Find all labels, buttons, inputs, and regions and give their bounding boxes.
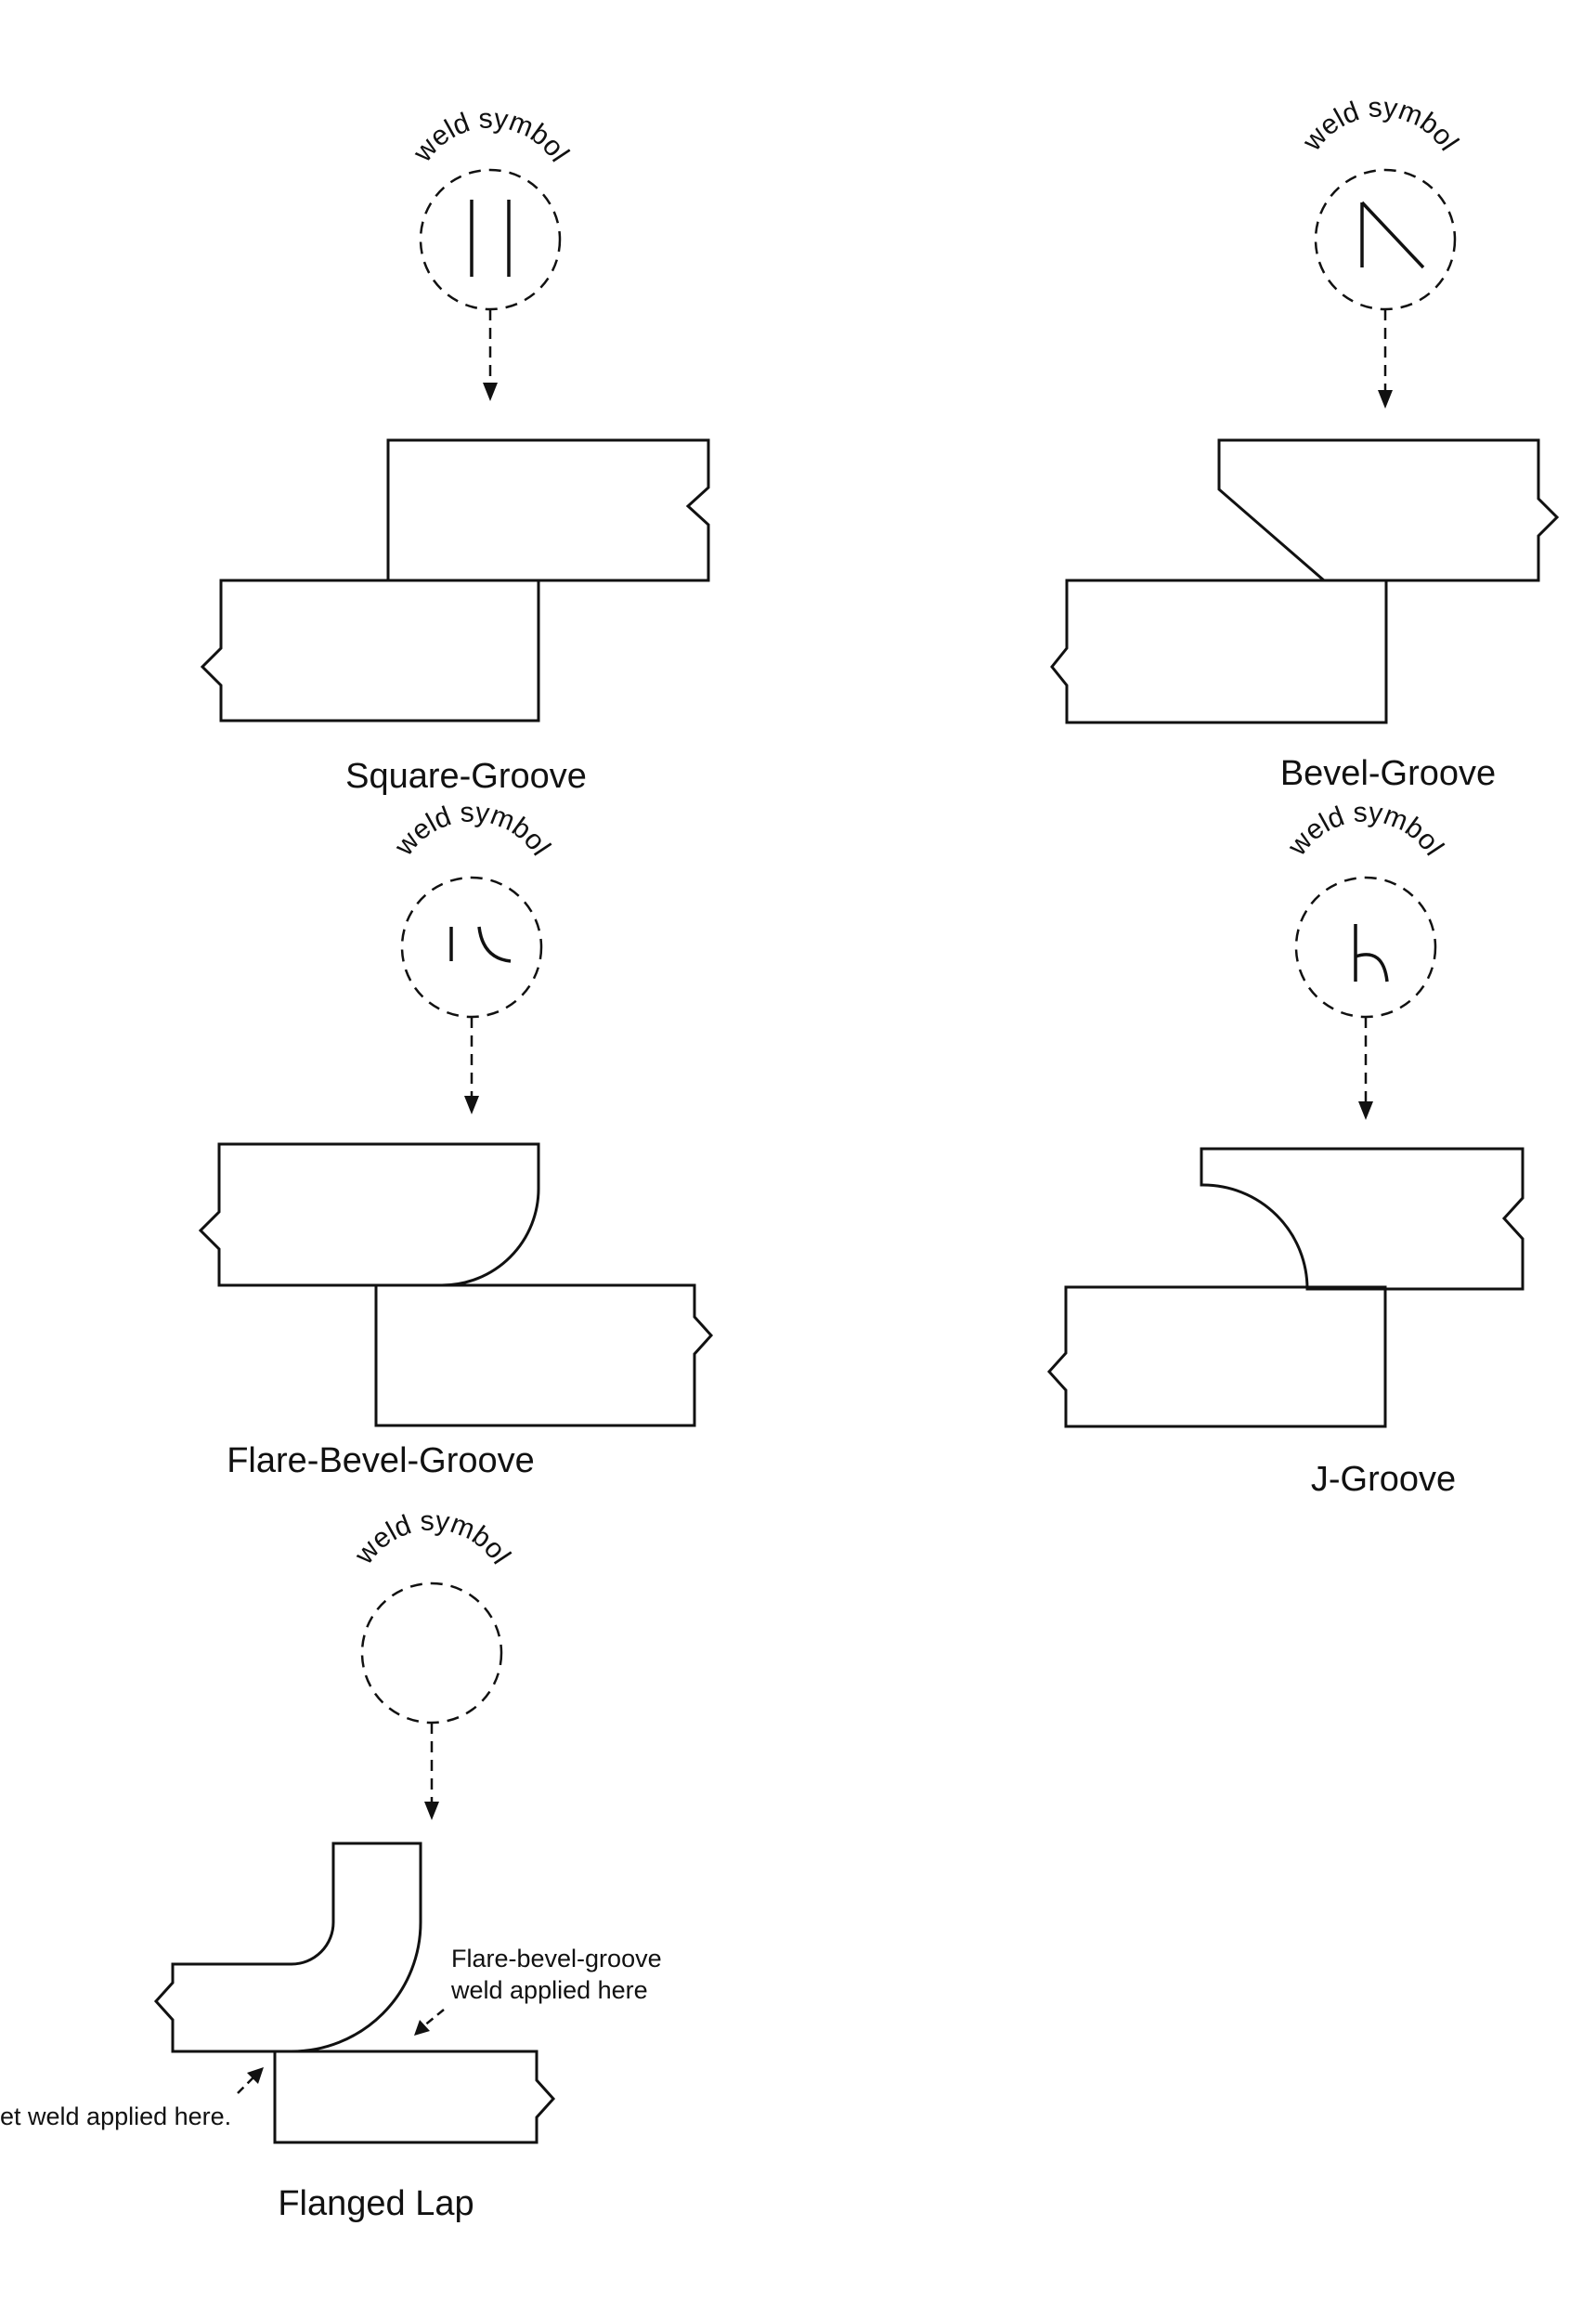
fillet-weld-annotation: et weld applied here. [0,2067,264,2130]
j-groove-symbol-icon [1354,924,1389,983]
annotation-pointer [237,2076,255,2094]
arrowhead-icon [247,2067,264,2084]
weld-symbol-label: weld symbol [1296,92,1464,157]
weld-symbol-circle [419,168,562,311]
square-groove-panel: weld symbol Square-Groove [200,103,710,796]
weld-symbol-circle [1314,168,1457,311]
flare-weld-note-line2: weld applied here [450,1976,648,2004]
square-groove-symbol-icon [470,200,511,277]
arrowhead-icon [414,2020,430,2036]
j-groove-joint [1046,1147,1525,1428]
caption-bevel-groove: Bevel-Groove [1280,754,1496,793]
bevel-groove-joint [1050,438,1560,724]
weld-symbol-label: weld symbol [1281,797,1449,862]
square-groove-joint [200,438,710,722]
arrowhead-icon [424,1802,439,1820]
arrowhead-icon [1358,1101,1373,1120]
weld-symbol-label: weld symbol [348,1505,516,1570]
weld-symbol-label: weld symbol [407,103,575,168]
j-groove-panel: weld symbol J-Groove [1046,797,1525,1499]
arrowhead-icon [1378,390,1393,409]
annotation-pointer [422,2009,445,2027]
arrowhead-icon [464,1096,479,1114]
weld-symbol-circle [360,1582,503,1725]
bevel-groove-symbol-icon [1360,201,1425,269]
flare-weld-note-line1: Flare-bevel-groove [451,1945,662,1972]
flare-bevel-groove-joint [198,1142,714,1427]
weld-symbol-callout: weld symbol [1296,92,1464,409]
caption-j-groove: J-Groove [1311,1460,1456,1499]
flanged-lap-panel: weld symbol Flare-bevel-groove weld appl… [0,1505,662,2223]
flare-weld-annotation: Flare-bevel-groove weld applied here [414,1945,662,2036]
weld-symbol-callout: weld symbol [1281,797,1449,1120]
weld-symbol-callout: weld symbol [348,1505,516,1820]
flanged-lap-joint [153,1842,556,2144]
fillet-weld-note: et weld applied here. [0,2102,231,2130]
flare-bevel-groove-panel: weld symbol Flare-Bevel-Groove [198,797,714,1480]
weld-symbol-callout: weld symbol [407,103,575,401]
flare-bevel-groove-symbol-icon [449,926,512,963]
bevel-groove-panel: weld symbol Bevel-Groove [1050,92,1560,793]
weld-symbol-callout: weld symbol [388,797,556,1114]
caption-flare-bevel-groove: Flare-Bevel-Groove [227,1441,535,1480]
weld-symbol-circle [1294,876,1437,1019]
caption-square-groove: Square-Groove [345,757,587,796]
arrowhead-icon [483,383,498,401]
weld-symbol-label: weld symbol [388,797,556,862]
caption-flanged-lap: Flanged Lap [278,2184,474,2223]
weld-symbol-circle [400,876,543,1019]
